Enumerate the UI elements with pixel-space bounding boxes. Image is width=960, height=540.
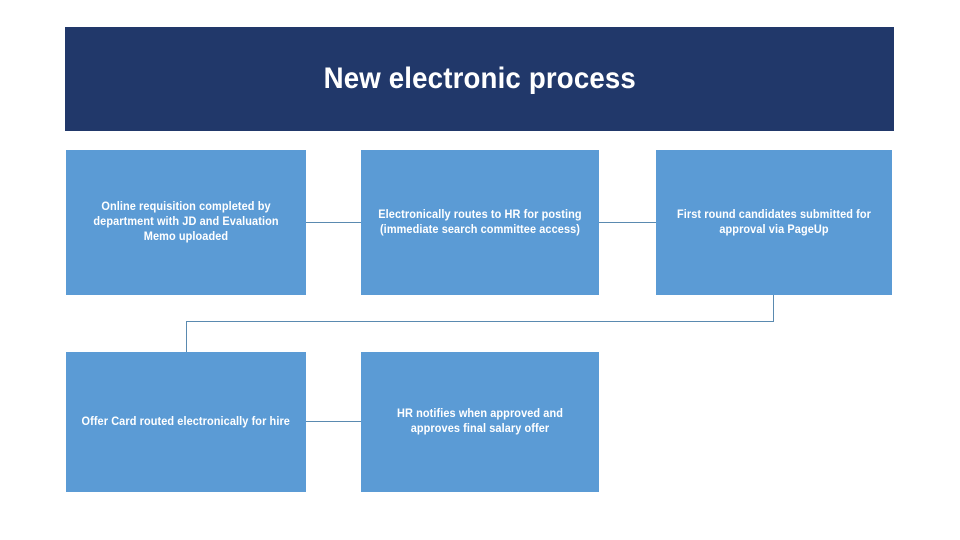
page-title: New electronic process [323, 62, 636, 95]
process-box-hr-notifies[interactable]: HR notifies when approved and approves f… [361, 352, 599, 492]
connector-line-1-to-2 [306, 222, 361, 223]
process-box-routes-to-hr[interactable]: Electronically routes to HR for posting … [361, 150, 599, 295]
connector-line-3-to-4-down [773, 295, 774, 322]
process-box-label: Online requisition completed by departme… [93, 201, 279, 243]
connector-line-3-to-4-drop [186, 321, 187, 352]
process-box-online-requisition[interactable]: Online requisition completed by departme… [66, 150, 306, 295]
process-box-label: First round candidates submitted for app… [676, 208, 872, 236]
title-banner: New electronic process [65, 27, 894, 131]
process-box-first-round-candidates[interactable]: First round candidates submitted for app… [656, 150, 892, 295]
connector-line-3-to-4-across [186, 321, 774, 322]
connector-line-2-to-3 [599, 222, 656, 223]
process-box-label: Offer Card routed electronically for hir… [81, 415, 291, 428]
process-box-label: Electronically routes to HR for posting … [378, 208, 582, 236]
process-box-label: HR notifies when approved and approves f… [396, 408, 564, 435]
connector-line-4-to-5 [306, 421, 361, 422]
process-box-offer-card[interactable]: Offer Card routed electronically for hir… [66, 352, 306, 492]
